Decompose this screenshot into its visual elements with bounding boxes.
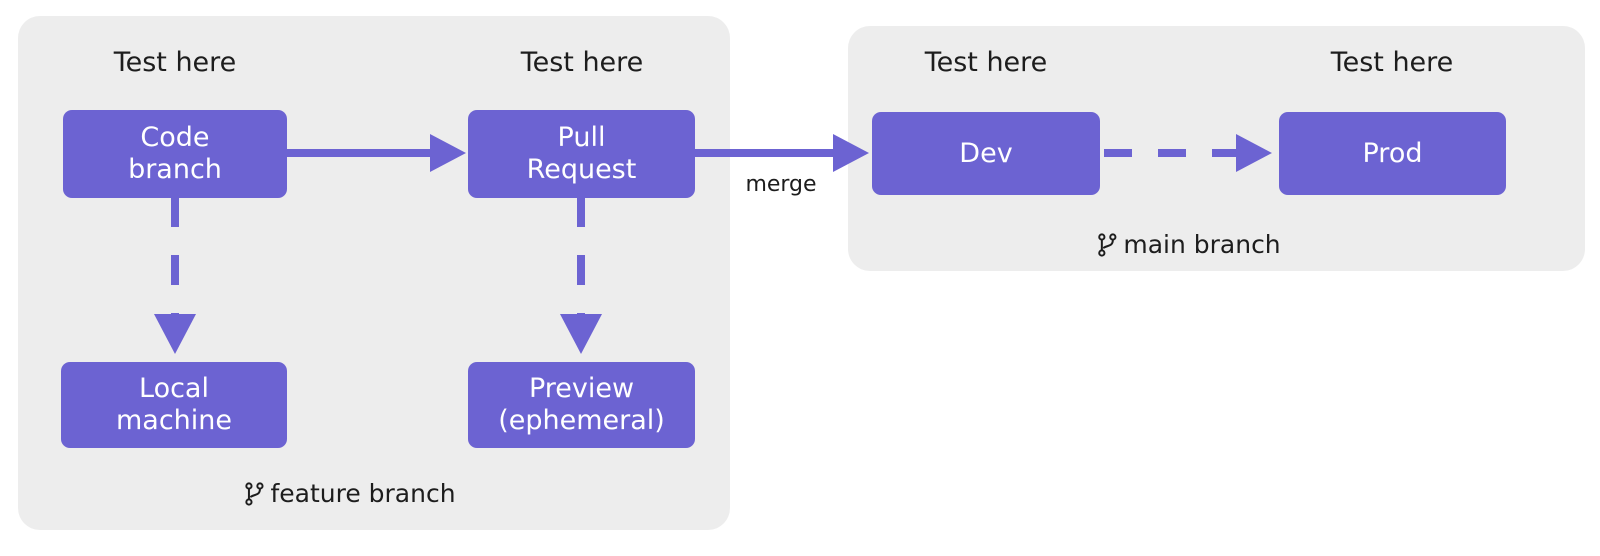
node-code-branch-label: Code branch — [128, 122, 222, 185]
edge-code-to-pr-arrowhead — [430, 134, 466, 172]
node-dev-label: Dev — [959, 137, 1013, 169]
caption-main-branch-text: main branch — [1123, 230, 1281, 259]
edge-code-to-local-line — [171, 197, 179, 317]
node-prod[interactable]: Prod — [1279, 112, 1506, 195]
node-local-machine[interactable]: Local machine — [61, 362, 287, 448]
edge-code-to-pr-line — [287, 149, 432, 157]
edge-dev-to-prod-arrowhead — [1236, 134, 1272, 172]
node-pull-request-label: Pull Request — [526, 122, 637, 185]
edge-label-merge: merge — [745, 172, 817, 197]
edge-code-to-local-arrowhead — [154, 314, 196, 354]
caption-main-branch: main branch — [1097, 230, 1281, 259]
edge-pr-to-dev-arrowhead — [833, 134, 869, 172]
edge-dev-to-prod-line — [1104, 149, 1238, 157]
edge-pr-to-dev-line — [695, 149, 835, 157]
label-test-here-prod: Test here — [1330, 47, 1454, 78]
caption-feature-branch: feature branch — [244, 479, 456, 508]
node-preview[interactable]: Preview (ephemeral) — [468, 362, 695, 448]
edge-pr-to-preview-arrowhead — [560, 314, 602, 354]
git-branch-icon — [244, 481, 264, 506]
label-test-here-dev: Test here — [924, 47, 1048, 78]
node-prod-label: Prod — [1362, 137, 1423, 169]
node-dev[interactable]: Dev — [872, 112, 1100, 195]
git-branch-icon — [1097, 232, 1117, 257]
label-test-here-pull-request: Test here — [520, 47, 644, 78]
node-preview-label: Preview (ephemeral) — [498, 373, 665, 436]
node-code-branch[interactable]: Code branch — [63, 110, 287, 198]
edge-pr-to-preview-line — [577, 197, 585, 317]
group-feature-branch — [18, 16, 730, 530]
node-pull-request[interactable]: Pull Request — [468, 110, 695, 198]
label-test-here-code-branch: Test here — [113, 47, 237, 78]
caption-feature-branch-text: feature branch — [270, 479, 456, 508]
node-local-machine-label: Local machine — [115, 373, 233, 436]
